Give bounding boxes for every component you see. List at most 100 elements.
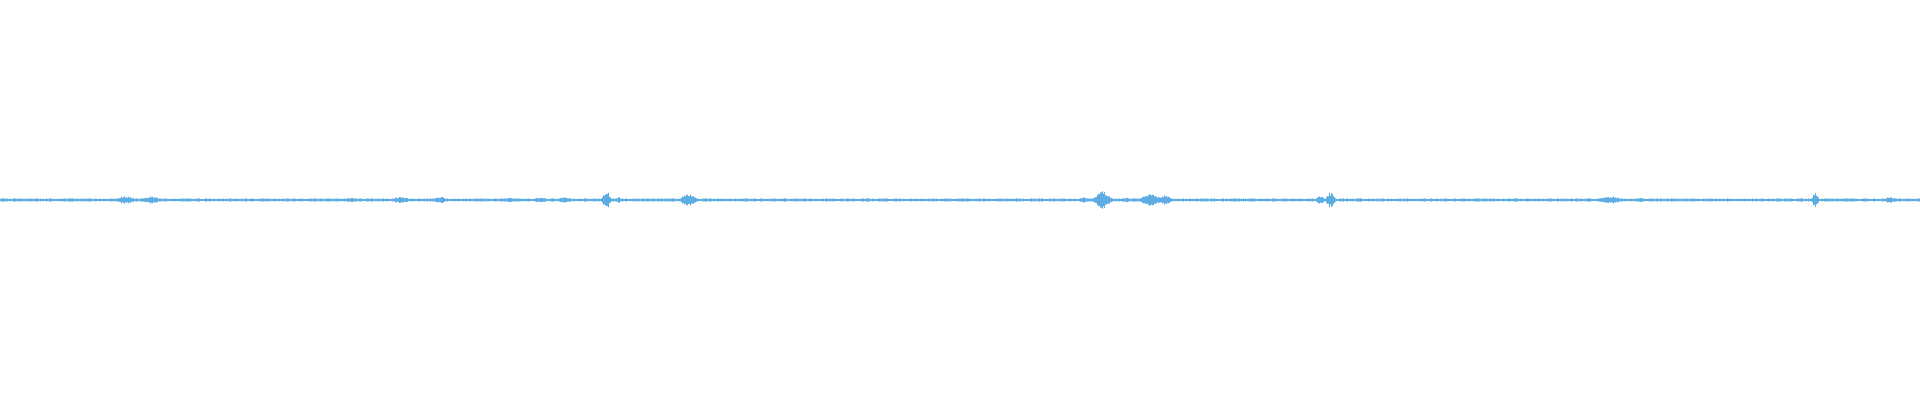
waveform-sample <box>1328 196 1329 204</box>
waveform-sample <box>1007 198 1008 202</box>
waveform-sample <box>528 198 529 202</box>
waveform-sample <box>1197 198 1198 202</box>
waveform-sample <box>1309 198 1310 202</box>
waveform-sample <box>1610 197 1611 203</box>
waveform-sample <box>377 198 378 202</box>
waveform-sample <box>1594 199 1595 201</box>
waveform-sample <box>876 199 877 201</box>
waveform-sample <box>45 199 46 201</box>
waveform-sample <box>1279 199 1280 201</box>
waveform-sample <box>19 198 20 202</box>
waveform-sample <box>417 198 418 202</box>
waveform-sample <box>1224 199 1225 201</box>
waveform-sample <box>1096 196 1097 204</box>
waveform-sample <box>1342 198 1343 202</box>
waveform-sample <box>1858 199 1859 201</box>
waveform-sample <box>24 198 25 202</box>
waveform-sample <box>1528 198 1529 202</box>
waveform-sample <box>372 198 373 202</box>
waveform-sample <box>1615 197 1616 203</box>
waveform-sample <box>1691 198 1692 202</box>
waveform-sample <box>110 198 111 202</box>
waveform-sample <box>1490 198 1491 202</box>
waveform-sample <box>1770 198 1771 202</box>
waveform-sample <box>1866 198 1867 202</box>
waveform-sample <box>531 198 532 202</box>
waveform-sample <box>1016 198 1017 202</box>
waveform-sample <box>695 197 696 203</box>
waveform-sample <box>1241 198 1242 202</box>
waveform-sample <box>547 198 548 202</box>
waveform-sample <box>1045 198 1046 202</box>
waveform-sample <box>1071 199 1072 201</box>
waveform-sample <box>309 198 310 202</box>
waveform-sample <box>423 198 424 202</box>
waveform-sample <box>1053 198 1054 202</box>
waveform-sample <box>369 198 370 202</box>
waveform-sample <box>75 198 76 202</box>
waveform-sample <box>135 198 136 202</box>
waveform-sample <box>1813 194 1814 206</box>
waveform-sample <box>796 198 797 202</box>
waveform-sample <box>1484 198 1485 202</box>
waveform-sample <box>884 198 885 202</box>
waveform-sample <box>1213 198 1214 202</box>
waveform-sample <box>1210 198 1211 202</box>
waveform-sample <box>935 198 936 202</box>
waveform-sample <box>408 198 409 202</box>
waveform-sample <box>215 199 216 201</box>
waveform-sample <box>644 199 645 201</box>
waveform-sample <box>1303 199 1304 201</box>
waveform-sample <box>246 198 247 202</box>
waveform-sample <box>1353 198 1354 202</box>
waveform-sample <box>1289 199 1290 201</box>
waveform-sample <box>1148 195 1149 205</box>
waveform-sample <box>112 198 113 202</box>
waveform-sample <box>1570 198 1571 202</box>
waveform-sample <box>255 198 256 202</box>
waveform-sample <box>1337 199 1338 201</box>
waveform-sample <box>332 199 333 201</box>
waveform-sample <box>1285 198 1286 202</box>
waveform-sample <box>1776 198 1777 202</box>
waveform-sample <box>1101 192 1102 208</box>
waveform-sample <box>1218 199 1219 201</box>
waveform-sample <box>946 198 947 202</box>
waveform-sample <box>606 193 607 207</box>
waveform-sample <box>1768 198 1769 202</box>
waveform-sample <box>893 198 894 202</box>
waveform-sample <box>710 198 711 202</box>
waveform-sample <box>188 198 189 202</box>
waveform-sample <box>666 199 667 201</box>
waveform-sample <box>1914 199 1915 201</box>
waveform-sample <box>971 198 972 202</box>
waveform-sample <box>65 198 66 202</box>
waveform-sample <box>438 197 439 203</box>
waveform-sample <box>193 199 194 201</box>
waveform-sample <box>1652 198 1653 202</box>
waveform-sample <box>277 199 278 201</box>
waveform-sample <box>1653 198 1654 202</box>
waveform-sample <box>486 198 487 202</box>
waveform-sample <box>349 198 350 202</box>
waveform-sample <box>380 199 381 201</box>
waveform-sample <box>138 199 139 201</box>
waveform-sample <box>1562 199 1563 201</box>
waveform-sample <box>1386 198 1387 202</box>
waveform-sample <box>1831 198 1832 202</box>
waveform-sample <box>1824 198 1825 202</box>
waveform-sample <box>561 197 562 203</box>
waveform-sample <box>512 198 513 202</box>
waveform-sample <box>37 198 38 202</box>
waveform-sample <box>1057 198 1058 202</box>
waveform-sample <box>144 198 145 202</box>
waveform-sample <box>313 198 314 202</box>
waveform-sample <box>891 199 892 201</box>
waveform-sample <box>1341 198 1342 202</box>
waveform-sample <box>1899 198 1900 202</box>
waveform-sample <box>611 198 612 202</box>
waveform-sample <box>924 198 925 202</box>
waveform-sample <box>1233 198 1234 202</box>
waveform-sample <box>76 198 77 202</box>
waveform-sample <box>624 199 625 201</box>
